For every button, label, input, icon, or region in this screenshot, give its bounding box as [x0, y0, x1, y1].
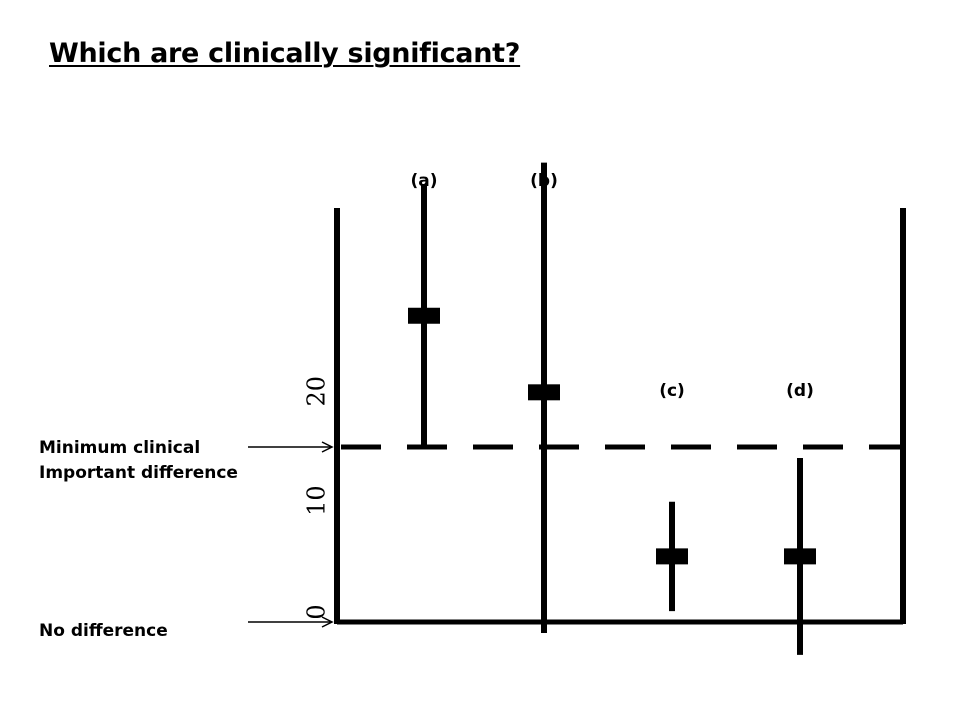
no-difference-arrow-head	[321, 616, 334, 628]
y-tick-labels: 0 10 20	[303, 376, 331, 620]
mcid-label-line1: Minimum clinical	[39, 438, 201, 458]
point-estimate	[656, 548, 688, 565]
category-labels: (a) (b) (c) (d)	[410, 171, 813, 401]
y-tick-label: 10	[303, 485, 331, 516]
no-difference-label: No difference	[39, 621, 168, 641]
category-label: (b)	[530, 171, 558, 191]
reference-lines	[337, 444, 903, 625]
point-estimate	[784, 548, 816, 565]
point-estimate	[528, 384, 560, 401]
mcid-annotation: Minimum clinical Important difference	[39, 436, 238, 486]
y-tick-label: 20	[303, 376, 331, 407]
slide-title: Which are clinically significant?	[49, 38, 521, 69]
mcid-arrow-head	[321, 441, 334, 453]
annotation-arrows	[248, 441, 334, 628]
category-label: (c)	[659, 381, 685, 401]
interval-marks	[408, 162, 816, 655]
y-tick-label: 0	[303, 604, 331, 619]
category-label: (a)	[410, 171, 437, 191]
chart-frame	[334, 208, 906, 624]
category-label: (d)	[786, 381, 814, 401]
mcid-label-line2: Important difference	[39, 463, 238, 483]
point-estimate	[408, 307, 440, 324]
